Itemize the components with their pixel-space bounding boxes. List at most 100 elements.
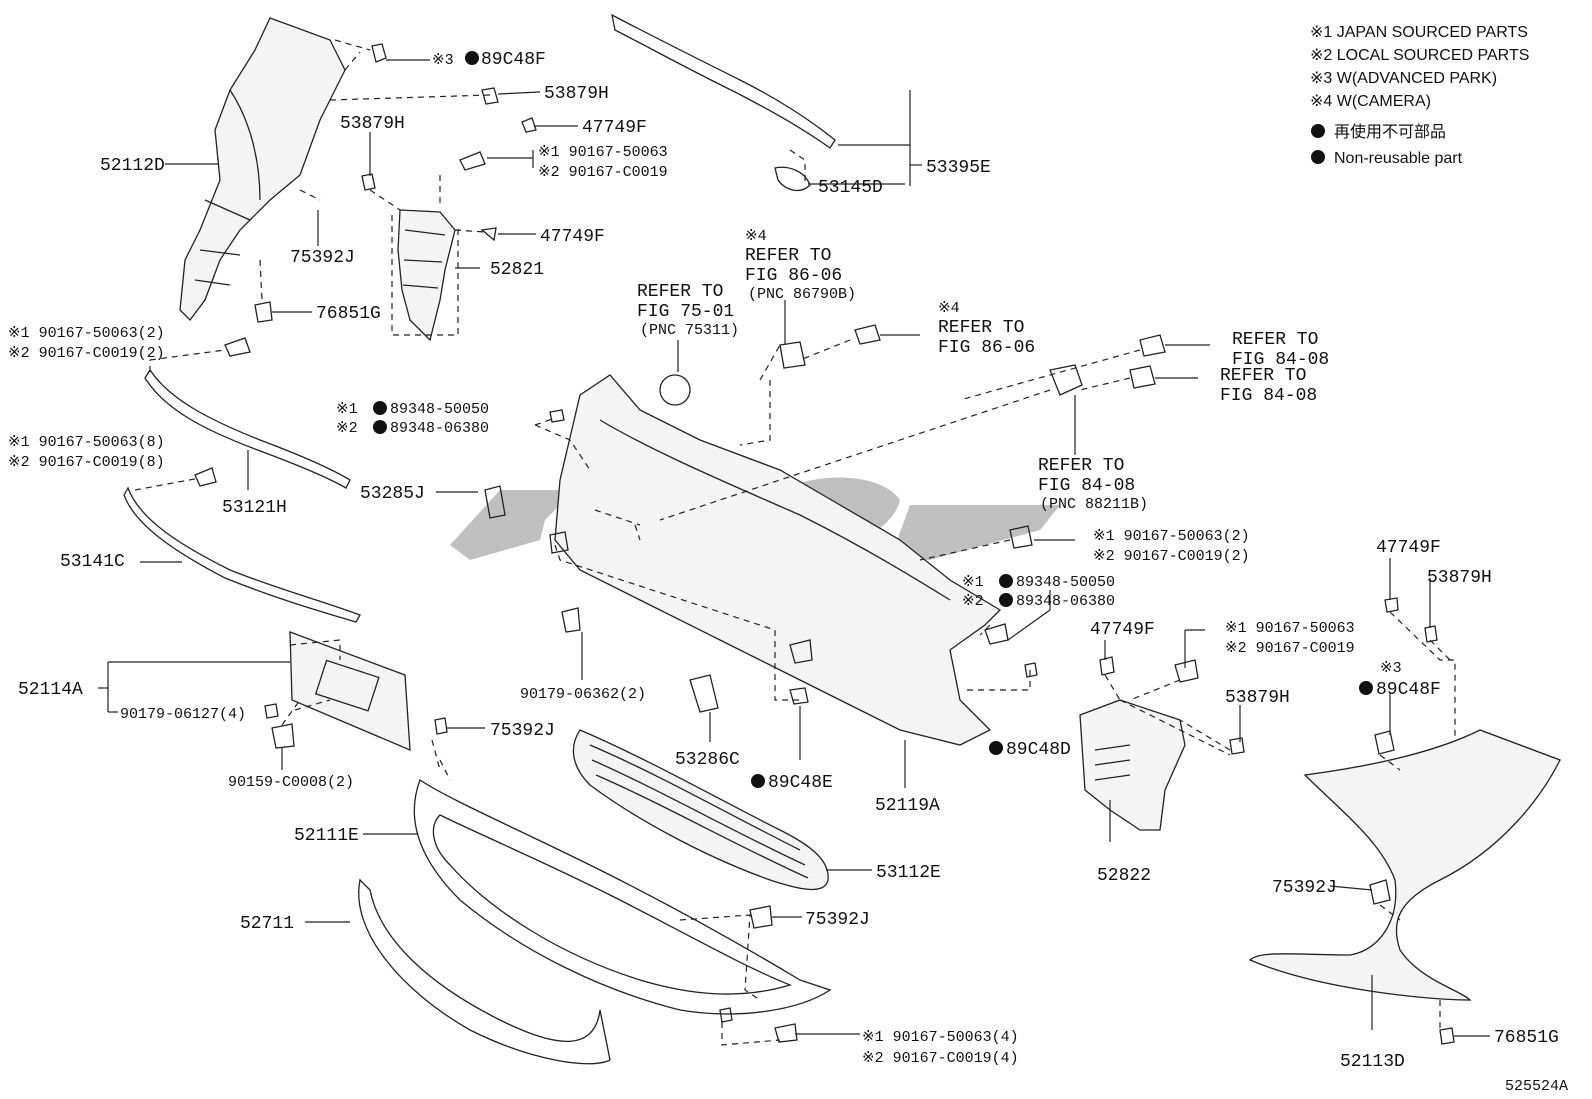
grille-53112E-shape bbox=[572, 729, 829, 891]
label-90179-06362[interactable]: 90179-06362(2) bbox=[520, 686, 646, 703]
refer-fig-75-01-line3: (PNC 75311) bbox=[640, 322, 739, 339]
label-89348-50050-right[interactable]: 89348-50050 bbox=[1016, 574, 1115, 591]
label-52711[interactable]: 52711 bbox=[240, 914, 294, 934]
label-note3-89C48F-top-prefix: ※3 bbox=[432, 52, 454, 69]
refer-fig-86-06-a-line1[interactable]: REFER TO bbox=[745, 246, 831, 266]
fender-liner-right-shape bbox=[1248, 729, 1561, 1001]
refer-fig-86-06-a-note: ※4 bbox=[745, 228, 767, 245]
label-53286C[interactable]: 53286C bbox=[675, 750, 740, 770]
refer-fig-84-08-b-line2[interactable]: FIG 84-08 bbox=[1220, 386, 1317, 406]
refer-fig-75-01-line1[interactable]: REFER TO bbox=[637, 282, 723, 302]
molding-53141C-shape bbox=[123, 486, 361, 623]
label-90167-50063-2-right[interactable]: ※1 90167-50063(2) bbox=[1093, 528, 1250, 545]
label-53285J[interactable]: 53285J bbox=[360, 484, 425, 504]
label-52821[interactable]: 52821 bbox=[490, 260, 544, 280]
lower-lip-52711-shape bbox=[358, 878, 611, 1065]
label-52111E[interactable]: 52111E bbox=[294, 826, 359, 846]
label-47749F-right-mid[interactable]: 47749F bbox=[1090, 620, 1155, 640]
label-89C48F-top[interactable]: 89C48F bbox=[481, 50, 546, 70]
bracket-52822-shape bbox=[1079, 699, 1186, 831]
label-47749F-mid[interactable]: 47749F bbox=[540, 227, 605, 247]
refer-fig-86-06-b-note: ※4 bbox=[938, 300, 960, 317]
label-52114A[interactable]: 52114A bbox=[18, 680, 83, 700]
bumper-cover-shape bbox=[554, 374, 1002, 746]
bumper-cover-crease bbox=[599, 419, 951, 601]
label-76851G-left[interactable]: 76851G bbox=[316, 304, 381, 324]
leader-lines bbox=[98, 59, 1490, 1037]
non-reusable-dot bbox=[999, 574, 1013, 588]
refer-fig-86-06-a-line2[interactable]: FIG 86-06 bbox=[745, 266, 842, 286]
legend-non-reusable-en: Non-reusable part bbox=[1334, 150, 1463, 167]
label-note1-89348-50050-left-prefix: ※1 bbox=[336, 401, 358, 418]
label-53879H-left[interactable]: 53879H bbox=[340, 114, 405, 134]
grille-slats bbox=[589, 744, 809, 879]
refer-fig-86-06-b-line1[interactable]: REFER TO bbox=[938, 318, 1024, 338]
non-reusable-dot bbox=[1311, 124, 1325, 138]
fender-liner-left-ribs bbox=[194, 199, 251, 286]
label-90167-50063-b[interactable]: ※1 90167-50063 bbox=[1225, 620, 1355, 637]
non-reusable-dot bbox=[751, 774, 765, 788]
label-90167-50063-8[interactable]: ※1 90167-50063(8) bbox=[8, 434, 165, 451]
refer-fig-84-08-b-line1[interactable]: REFER TO bbox=[1220, 366, 1306, 386]
refer-fig-84-08-a-line2[interactable]: FIG 84-08 bbox=[1232, 350, 1329, 370]
label-90167-C0019-b[interactable]: ※2 90167-C0019 bbox=[1225, 640, 1355, 657]
label-90167-50063-4[interactable]: ※1 90167-50063(4) bbox=[862, 1029, 1019, 1046]
label-90167-C0019-2-left[interactable]: ※2 90167-C0019(2) bbox=[8, 345, 165, 362]
non-reusable-dot bbox=[999, 593, 1013, 607]
refer-fig-84-08-c-line2[interactable]: FIG 84-08 bbox=[1038, 476, 1135, 496]
label-47749F-right-top[interactable]: 47749F bbox=[1376, 538, 1441, 558]
label-53879H-right-mid[interactable]: 53879H bbox=[1225, 688, 1290, 708]
non-reusable-dot bbox=[1359, 681, 1373, 695]
label-75392J-top[interactable]: 75392J bbox=[290, 248, 355, 268]
label-53879H-right-top[interactable]: 53879H bbox=[1427, 568, 1492, 588]
part-labels: ※3 89C48F 53879H 47749F 52112D 53879H ※1… bbox=[8, 50, 1559, 1072]
label-53112E[interactable]: 53112E bbox=[876, 863, 941, 883]
label-75392J-mid[interactable]: 75392J bbox=[490, 721, 555, 741]
refer-fig-84-08-a-line1[interactable]: REFER TO bbox=[1232, 330, 1318, 350]
refer-fig-84-08-c-line1[interactable]: REFER TO bbox=[1038, 456, 1124, 476]
label-52113D[interactable]: 52113D bbox=[1340, 1052, 1405, 1072]
dashed-lines bbox=[134, 39, 1456, 1046]
legend: ※1 JAPAN SOURCED PARTS ※2 LOCAL SOURCED … bbox=[1310, 24, 1529, 167]
label-53395E[interactable]: 53395E bbox=[926, 158, 991, 178]
label-53879H-top[interactable]: 53879H bbox=[544, 84, 609, 104]
label-75392J-right[interactable]: 75392J bbox=[1272, 878, 1337, 898]
label-75392J-bottom[interactable]: 75392J bbox=[805, 910, 870, 930]
non-reusable-dot bbox=[465, 51, 479, 65]
label-90167-C0019-a[interactable]: ※2 90167-C0019 bbox=[538, 164, 668, 181]
label-90167-50063-2-left[interactable]: ※1 90167-50063(2) bbox=[8, 325, 165, 342]
label-90159-C0008[interactable]: 90159-C0008(2) bbox=[228, 774, 354, 791]
refer-fig-75-01-line2[interactable]: FIG 75-01 bbox=[637, 302, 734, 322]
label-note2-89348-06380-left-prefix: ※2 bbox=[336, 420, 358, 437]
label-89C48D[interactable]: 89C48D bbox=[1006, 740, 1071, 760]
non-reusable-dot bbox=[1311, 150, 1325, 164]
label-52822[interactable]: 52822 bbox=[1097, 866, 1151, 886]
label-89348-50050-left[interactable]: 89348-50050 bbox=[390, 401, 489, 418]
label-53145D[interactable]: 53145D bbox=[818, 178, 883, 198]
legend-note-2: ※2 LOCAL SOURCED PARTS bbox=[1310, 47, 1529, 64]
label-53121H[interactable]: 53121H bbox=[222, 498, 287, 518]
label-89348-06380-right[interactable]: 89348-06380 bbox=[1016, 593, 1115, 610]
label-90167-C0019-2-right[interactable]: ※2 90167-C0019(2) bbox=[1093, 548, 1250, 565]
legend-non-reusable-jp: 再使用不可部品 bbox=[1334, 123, 1446, 141]
lower-frame-52111E-shape bbox=[413, 779, 832, 1015]
label-89C48F-right[interactable]: 89C48F bbox=[1376, 680, 1441, 700]
fender-liner-left-rib bbox=[229, 89, 261, 201]
label-53141C[interactable]: 53141C bbox=[60, 552, 125, 572]
label-90167-C0019-8[interactable]: ※2 90167-C0019(8) bbox=[8, 454, 165, 471]
label-89C48E[interactable]: 89C48E bbox=[768, 773, 833, 793]
label-47749F-top[interactable]: 47749F bbox=[582, 118, 647, 138]
label-76851G-right[interactable]: 76851G bbox=[1494, 1028, 1559, 1048]
label-89348-06380-left[interactable]: 89348-06380 bbox=[390, 420, 489, 437]
refer-fig-86-06-b-line2[interactable]: FIG 86-06 bbox=[938, 338, 1035, 358]
bracket-52821-shape bbox=[397, 209, 456, 342]
label-90179-06127[interactable]: 90179-06127(4) bbox=[120, 706, 246, 723]
label-90167-C0019-4[interactable]: ※2 90167-C0019(4) bbox=[862, 1050, 1019, 1067]
lower-frame-inner bbox=[432, 814, 792, 995]
label-90167-50063-a[interactable]: ※1 90167-50063 bbox=[538, 144, 668, 161]
non-reusable-dot bbox=[373, 420, 387, 434]
label-52112D[interactable]: 52112D bbox=[100, 156, 165, 176]
label-52119A[interactable]: 52119A bbox=[875, 796, 940, 816]
fasteners bbox=[194, 43, 1455, 1045]
